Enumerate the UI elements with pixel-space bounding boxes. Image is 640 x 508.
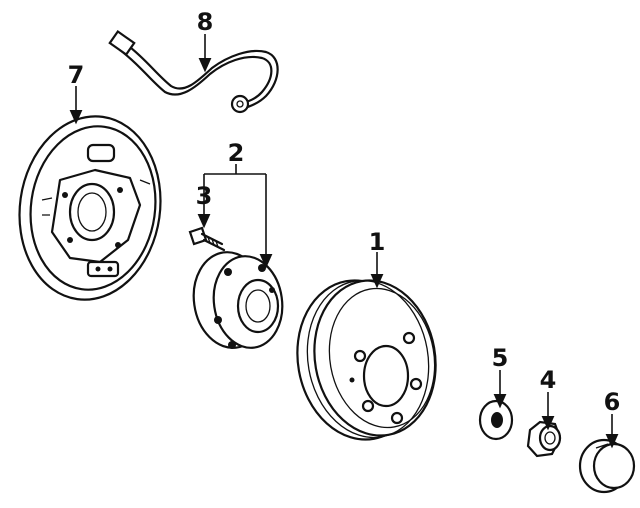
callout-1: 1 [369, 228, 386, 256]
callout-leaders [69, 34, 619, 449]
callout-2: 2 [228, 139, 245, 167]
callout-5: 5 [492, 344, 509, 372]
brake-drum-part [296, 279, 437, 441]
hub-nut-part [526, 420, 562, 458]
callout-3: 3 [196, 182, 213, 210]
callout-6: 6 [604, 388, 621, 416]
hub-bolt-part [188, 226, 226, 252]
backing-plate-part [18, 115, 162, 301]
callout-7: 7 [68, 61, 85, 89]
brake-hose-part [108, 29, 279, 114]
callout-labels: 8 7 2 3 1 5 4 6 [68, 8, 621, 416]
callout-8: 8 [197, 8, 214, 36]
washer-part [478, 399, 514, 441]
grease-cap-part [578, 438, 636, 494]
callout-4: 4 [540, 366, 557, 394]
hub-bearing-part [192, 251, 284, 349]
